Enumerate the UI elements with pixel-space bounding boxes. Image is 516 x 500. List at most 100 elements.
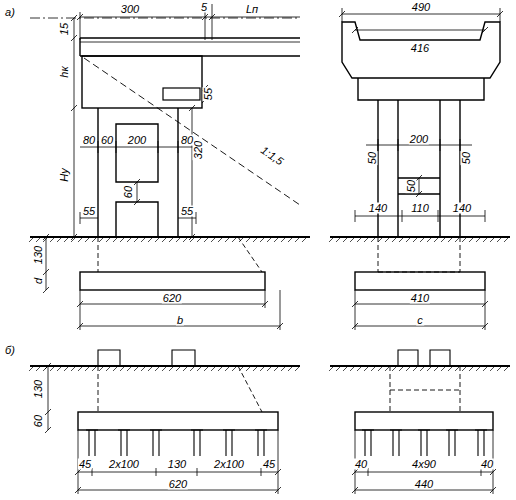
hatch-stroke bbox=[106, 367, 110, 371]
bearing-block bbox=[163, 88, 200, 100]
hatch-stroke bbox=[385, 238, 389, 242]
hatch-stroke bbox=[225, 367, 229, 371]
hatch-stroke bbox=[434, 238, 438, 242]
hatch-stroke bbox=[448, 367, 452, 371]
dimension-label: 4x90 bbox=[411, 459, 437, 470]
hatch-stroke bbox=[43, 367, 47, 371]
dimension-label: 60 bbox=[33, 414, 44, 428]
hatch-stroke bbox=[267, 238, 271, 242]
hatch-stroke bbox=[260, 238, 264, 242]
hatch-stroke bbox=[413, 367, 417, 371]
hatch-stroke bbox=[329, 238, 333, 242]
hatch-stroke bbox=[441, 238, 445, 242]
dimension-label: 490 bbox=[411, 2, 431, 13]
dimension-label: 110 bbox=[410, 203, 430, 214]
dimension-label: 55 bbox=[82, 206, 96, 217]
dimension-label: 2x100 bbox=[108, 459, 140, 470]
dimension-label: 1:1,5 bbox=[258, 144, 286, 168]
hatch-stroke bbox=[218, 367, 222, 371]
hatch-stroke bbox=[176, 238, 180, 242]
hatch-stroke bbox=[148, 367, 152, 371]
hatch-stroke bbox=[113, 238, 117, 242]
hatch-stroke bbox=[441, 367, 445, 371]
dimension-lines-section bbox=[339, 8, 503, 330]
hatch-stroke bbox=[64, 238, 68, 242]
hatch-stroke bbox=[127, 367, 131, 371]
dimension-label: 50 bbox=[461, 151, 472, 165]
foundation-hidden-b bbox=[98, 366, 460, 412]
dimension-label: 140 bbox=[452, 203, 472, 214]
hatch-stroke bbox=[274, 367, 278, 371]
hatch-stroke bbox=[343, 367, 347, 371]
columns-section bbox=[378, 100, 460, 237]
hatch-stroke bbox=[36, 367, 40, 371]
hatch-stroke bbox=[336, 367, 340, 371]
hatch-stroke bbox=[392, 367, 396, 371]
hatch-stroke bbox=[211, 367, 215, 371]
dimension-label: 80 bbox=[82, 135, 96, 146]
hatch-stroke bbox=[476, 367, 480, 371]
hatch-stroke bbox=[162, 238, 166, 242]
hatch-stroke bbox=[134, 367, 138, 371]
hatch-stroke bbox=[190, 367, 194, 371]
hatch-stroke bbox=[71, 367, 75, 371]
column-stubs bbox=[98, 350, 450, 366]
hatch-stroke bbox=[64, 367, 68, 371]
hatch-stroke bbox=[483, 238, 487, 242]
hatch-stroke bbox=[169, 238, 173, 242]
hatch-stroke bbox=[57, 238, 61, 242]
dimension-label: 200 bbox=[409, 134, 429, 145]
cap-section bbox=[342, 22, 500, 100]
hatch-stroke bbox=[232, 367, 236, 371]
ground-line bbox=[30, 236, 510, 238]
hatch-stroke bbox=[281, 238, 285, 242]
dimension-label: 620 bbox=[162, 293, 182, 304]
hatch-stroke bbox=[232, 238, 236, 242]
dimension-label: 45 bbox=[262, 459, 276, 470]
dimension-label: 416 bbox=[410, 43, 430, 54]
hatch-stroke bbox=[183, 238, 187, 242]
hatch-stroke bbox=[253, 238, 257, 242]
hatch-stroke bbox=[295, 238, 299, 242]
hatch-stroke bbox=[448, 238, 452, 242]
hatch-stroke bbox=[399, 367, 403, 371]
hatch-stroke bbox=[504, 238, 508, 242]
hatch-stroke bbox=[176, 367, 180, 371]
hatch-stroke bbox=[43, 238, 47, 242]
dimension-label: 130 bbox=[167, 459, 187, 470]
hatch-stroke bbox=[413, 238, 417, 242]
dimension-label: 40 bbox=[354, 459, 368, 470]
dimension-label: 50 bbox=[367, 151, 378, 165]
hatch-stroke bbox=[78, 367, 82, 371]
hatch-stroke bbox=[260, 367, 264, 371]
hatch-stroke bbox=[329, 367, 333, 371]
dimension-label: 620 bbox=[168, 479, 188, 490]
hatch-stroke bbox=[462, 238, 466, 242]
column-frame bbox=[98, 108, 178, 237]
dimension-label: hк bbox=[59, 65, 70, 78]
hatch-stroke bbox=[225, 238, 229, 242]
hatch-stroke bbox=[99, 238, 103, 242]
hatch-stroke bbox=[50, 238, 54, 242]
dimension-label: 2x100 bbox=[213, 459, 245, 470]
dimension-label: б) bbox=[4, 345, 16, 356]
hatch-stroke bbox=[399, 238, 403, 242]
hatch-stroke bbox=[246, 238, 250, 242]
hatch-stroke bbox=[85, 367, 89, 371]
hatch-stroke bbox=[483, 367, 487, 371]
hatch-stroke bbox=[462, 367, 466, 371]
hatch-stroke bbox=[218, 238, 222, 242]
hatch-stroke bbox=[469, 367, 473, 371]
hatch-stroke bbox=[267, 367, 271, 371]
hatch-stroke bbox=[71, 238, 75, 242]
dimension-label: 5 bbox=[200, 2, 208, 13]
foundation-top bbox=[378, 272, 460, 273]
hatch-stroke bbox=[85, 238, 89, 242]
dimension-label: 40 bbox=[480, 459, 494, 470]
dimension-label: c bbox=[416, 315, 424, 326]
hatch-stroke bbox=[469, 238, 473, 242]
hatch-stroke bbox=[204, 367, 208, 371]
hatch-stroke bbox=[162, 367, 166, 371]
